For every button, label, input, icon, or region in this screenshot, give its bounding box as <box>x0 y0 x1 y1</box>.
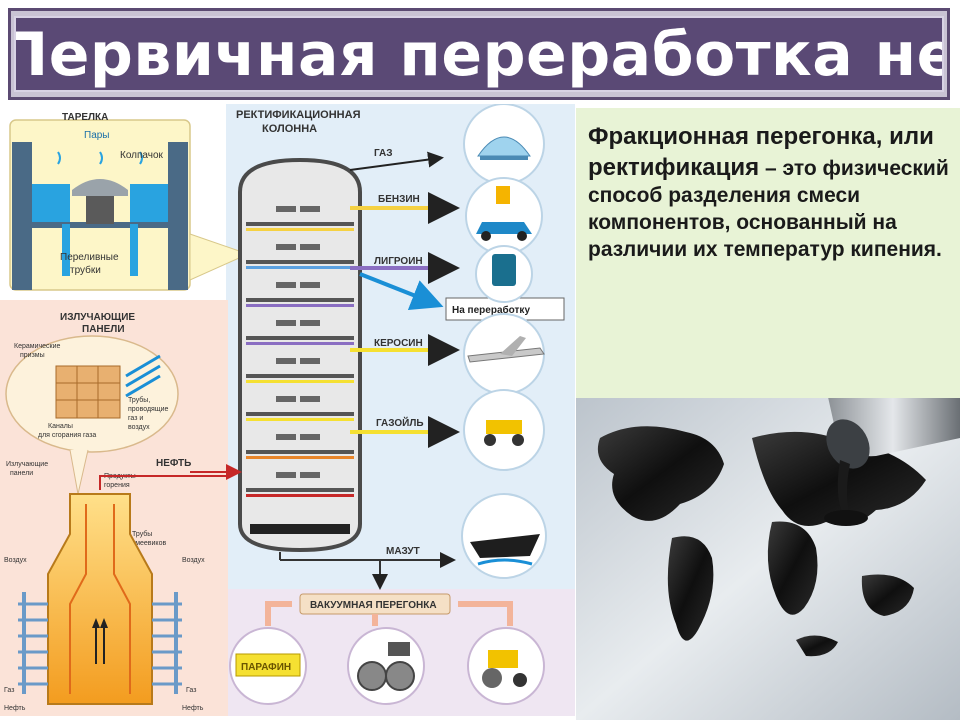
gas-label-right: Газ <box>186 687 196 694</box>
fraction-gasoil-label: ГАЗОЙЛЬ <box>376 416 424 429</box>
tray-cap-label: Колпачок <box>120 150 164 161</box>
furnace-body <box>47 475 232 705</box>
product-gasoil-circle <box>463 389 545 471</box>
fraction-kerosene-label: КЕРОСИН <box>374 338 423 349</box>
product-barrel-circle <box>475 245 533 303</box>
title-banner: Первичная переработка нефти <box>0 8 960 100</box>
fraction-gas-label: ГАЗ <box>374 148 393 159</box>
oil-label-right: Нефть <box>182 705 204 712</box>
title-frame-inner: Первичная переработка нефти <box>14 16 944 92</box>
product-kerosene-circle <box>463 313 545 395</box>
definition-box: Фракционная перегонка, или ректификация … <box>576 108 960 398</box>
tray-inset <box>9 119 250 291</box>
air-label-left: Воздух <box>4 557 27 564</box>
coil-tubes-label-1: Трубы <box>132 530 152 538</box>
air-label-right: Воздух <box>182 557 205 564</box>
definition-text: Фракционная перегонка, или ректификация … <box>576 108 960 264</box>
vacuum-product-paraffin <box>229 627 307 705</box>
column-title-1: РЕКТИФИКАЦИОННАЯ <box>236 109 361 121</box>
paraffin-label: ПАРАФИН <box>241 662 291 673</box>
panels-title-1: ИЗЛУЧАЮЩИЕ <box>60 312 135 323</box>
fraction-gasoline-label: БЕНЗИН <box>378 194 420 205</box>
tray-title: ТАРЕЛКА <box>62 112 108 123</box>
definition-lead: Фракционная перегонка, или ректификация <box>588 123 934 181</box>
tubes-gas-label-3: газ и <box>128 415 143 422</box>
furnace-tubes-right <box>152 592 182 694</box>
vacuum-label: ВАКУУМНАЯ ПЕРЕГОНКА <box>310 600 437 611</box>
tubes-gas-label-4: воздух <box>128 424 150 431</box>
page-title: Первичная переработка нефти <box>14 20 942 90</box>
fraction-fuel-oil-label: МАЗУТ <box>386 546 420 557</box>
oil-map-photo <box>576 398 960 720</box>
product-gasoline-circle <box>465 177 543 255</box>
products-label-2: горения <box>104 482 130 489</box>
gas-label-left: Газ <box>4 687 14 694</box>
distillation-diagram: ТАРЕЛКА Пары Колпачок Переливные трубки … <box>0 104 575 716</box>
oil-label-left: Нефть <box>4 705 26 712</box>
radiant-label-1: Излучающие <box>6 461 48 468</box>
panels-title-2: ПАНЕЛИ <box>82 324 125 335</box>
product-fuel-oil-circle <box>461 493 547 579</box>
tray-vapors-label: Пары <box>84 130 110 141</box>
oil-can <box>824 398 960 526</box>
tray-overflow-label-1: Переливные <box>60 252 119 263</box>
fraction-naphtha-label: ЛИГРОИН <box>374 256 423 267</box>
tubes-gas-label-1: Трубы, <box>128 396 150 404</box>
vacuum-product-gears <box>347 627 425 705</box>
column-title-2: КОЛОННА <box>262 123 317 135</box>
coil-tubes-label-2: змеевиков <box>132 540 166 547</box>
ceramic-label-2: призмы <box>20 352 45 359</box>
tubes-gas-label-2: проводящие <box>128 406 169 413</box>
ceramic-label-1: Керамические <box>14 343 60 350</box>
product-gas-circle <box>463 104 545 185</box>
tray-overflow-label-2: трубки <box>70 264 101 276</box>
channels-label-2: для сгорания газа <box>38 432 96 439</box>
ceramic-panel-inset <box>5 335 179 495</box>
furnace-tubes-left <box>18 592 48 694</box>
channels-label-1: Каналы <box>48 423 73 430</box>
oil-input-label: НЕФТЬ <box>156 458 191 469</box>
to-processing-label: На переработку <box>452 304 530 316</box>
vacuum-product-roller <box>467 627 545 705</box>
definition-rest: – это физический способ разделения смеси… <box>588 156 949 262</box>
distillation-column <box>238 157 362 553</box>
radiant-label-2: панели <box>10 470 33 477</box>
